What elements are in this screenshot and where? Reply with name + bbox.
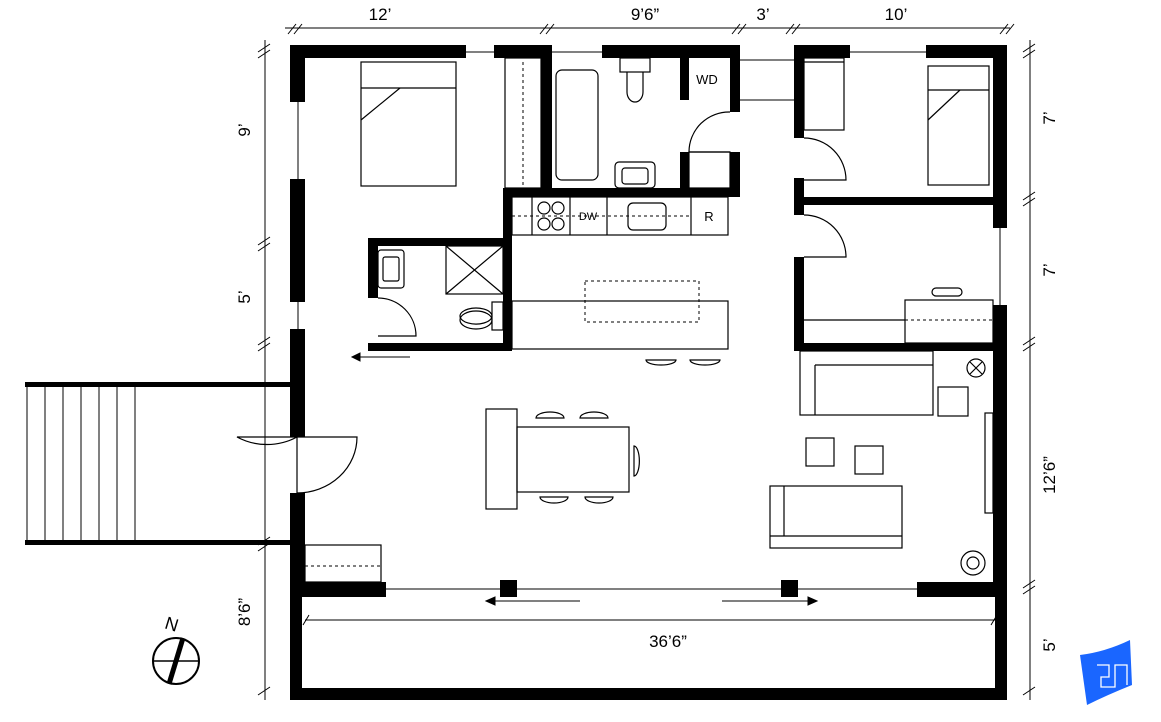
furniture [304,57,994,583]
label-dishwasher: DW [579,211,598,223]
overall-width: 36’6” [649,632,687,651]
stairs [25,382,290,545]
dim-right-3: 12’6” [1040,456,1059,494]
dim-top-2: 9’6” [631,5,660,24]
dim-right-2: 7’ [1040,263,1059,276]
dim-top-1: 12’ [369,5,392,24]
windows [297,51,1001,590]
dim-left-1: 9’ [235,123,254,136]
walls [290,45,1007,700]
dim-top-4: 10’ [885,5,908,24]
dim-left-3: 8’6” [235,597,254,626]
blueprint-logo-icon [1080,640,1132,705]
dim-right-1: 7’ [1040,111,1059,124]
dimension-lines [257,23,1036,700]
label-washer-dryer: WD [696,72,718,87]
dim-left-2: 5’ [235,290,254,303]
dim-right-4: 5’ [1040,638,1059,651]
label-refrigerator: R [704,209,713,224]
compass-icon: N [152,613,200,685]
sliding-arrows [350,352,819,606]
doors [236,111,847,494]
compass-north-label: N [163,613,181,636]
dim-top-3: 3’ [756,5,769,24]
